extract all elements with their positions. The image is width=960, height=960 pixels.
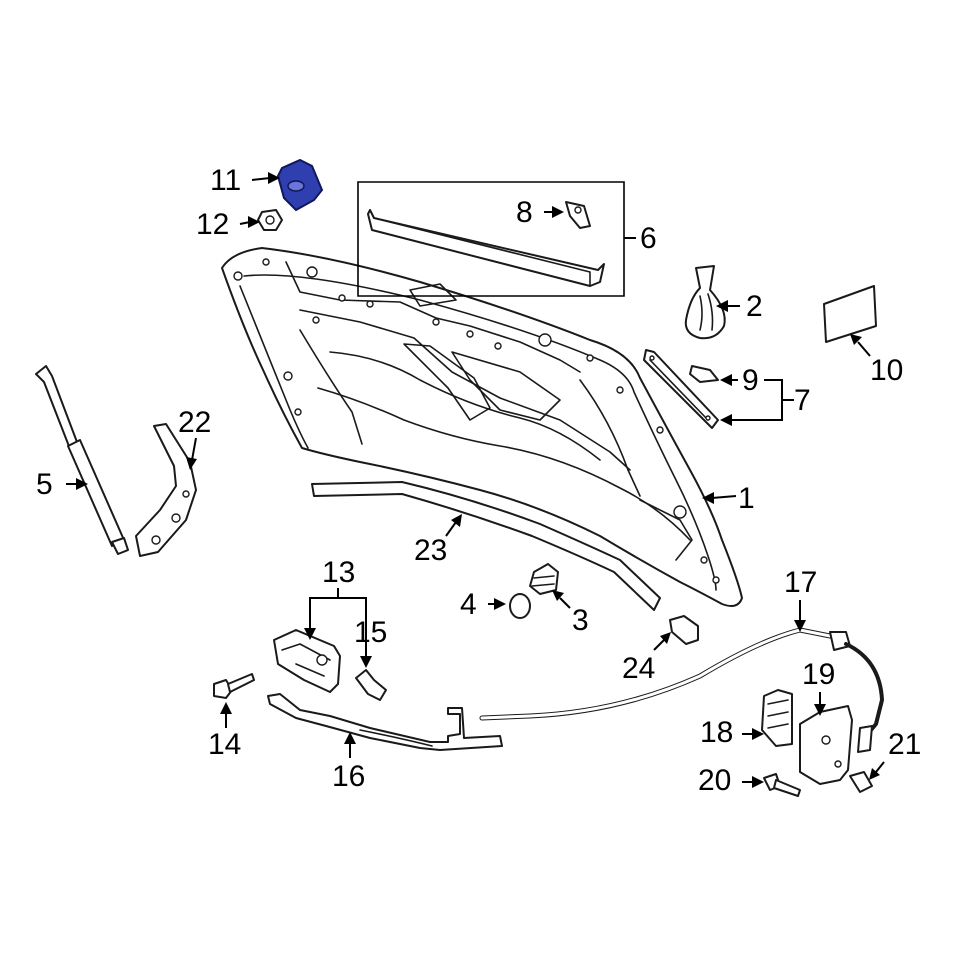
part-5-gas-strut[interactable] bbox=[35, 365, 129, 555]
callout-24: 24 bbox=[622, 652, 656, 685]
part-7-bumper-strip[interactable] bbox=[643, 349, 719, 429]
part-9-clip[interactable] bbox=[689, 365, 719, 383]
callout-22: 22 bbox=[178, 406, 212, 439]
part-13-latch[interactable] bbox=[273, 629, 341, 693]
part-17-cable[interactable] bbox=[479, 627, 884, 753]
callout-15: 15 bbox=[354, 616, 388, 649]
part-23-weatherstrip[interactable] bbox=[311, 481, 661, 611]
callout-2: 2 bbox=[746, 290, 763, 323]
part-11-bracket[interactable] bbox=[276, 158, 324, 212]
part-2-boot[interactable] bbox=[684, 265, 726, 340]
callout-10: 10 bbox=[870, 354, 904, 387]
callout-21: 21 bbox=[888, 728, 922, 761]
callout-12: 12 bbox=[196, 208, 230, 241]
callout-1: 1 bbox=[738, 482, 755, 515]
part-22-hinge[interactable] bbox=[135, 423, 197, 557]
part-15-clip[interactable] bbox=[355, 669, 387, 701]
callout-18: 18 bbox=[700, 716, 734, 749]
callout-4: 4 bbox=[460, 588, 477, 621]
part-6-seal-group-box[interactable] bbox=[357, 181, 625, 297]
part-24-bumper[interactable] bbox=[669, 615, 699, 645]
callout-3: 3 bbox=[572, 604, 589, 637]
callout-8: 8 bbox=[516, 196, 533, 229]
callout-17: 17 bbox=[784, 566, 818, 599]
part-4-plug[interactable] bbox=[509, 593, 531, 619]
callout-14: 14 bbox=[208, 728, 242, 761]
part-21-clip[interactable] bbox=[849, 771, 873, 793]
part-16-release-rod[interactable] bbox=[267, 693, 503, 751]
callout-13: 13 bbox=[322, 556, 356, 589]
part-10-label[interactable] bbox=[823, 285, 877, 343]
part-1-hood-panel[interactable] bbox=[221, 247, 743, 607]
leader-lines bbox=[66, 172, 885, 788]
callout-16: 16 bbox=[332, 760, 366, 793]
callout-9: 9 bbox=[742, 364, 759, 397]
part-8-clip[interactable] bbox=[565, 201, 591, 229]
callout-6: 6 bbox=[640, 222, 657, 255]
part-3-bumper[interactable] bbox=[529, 563, 559, 595]
part-12-nut[interactable] bbox=[257, 209, 283, 231]
part-20-screw[interactable] bbox=[763, 773, 801, 797]
part-18-handle[interactable] bbox=[761, 689, 793, 747]
callout-7: 7 bbox=[794, 384, 811, 417]
part-19-bracket[interactable] bbox=[799, 705, 853, 785]
callout-23: 23 bbox=[414, 534, 448, 567]
callout-11: 11 bbox=[210, 164, 242, 197]
part-14-bolt[interactable] bbox=[213, 673, 255, 699]
callout-5: 5 bbox=[36, 468, 53, 501]
callout-19: 19 bbox=[802, 658, 836, 691]
callout-20: 20 bbox=[698, 764, 732, 797]
